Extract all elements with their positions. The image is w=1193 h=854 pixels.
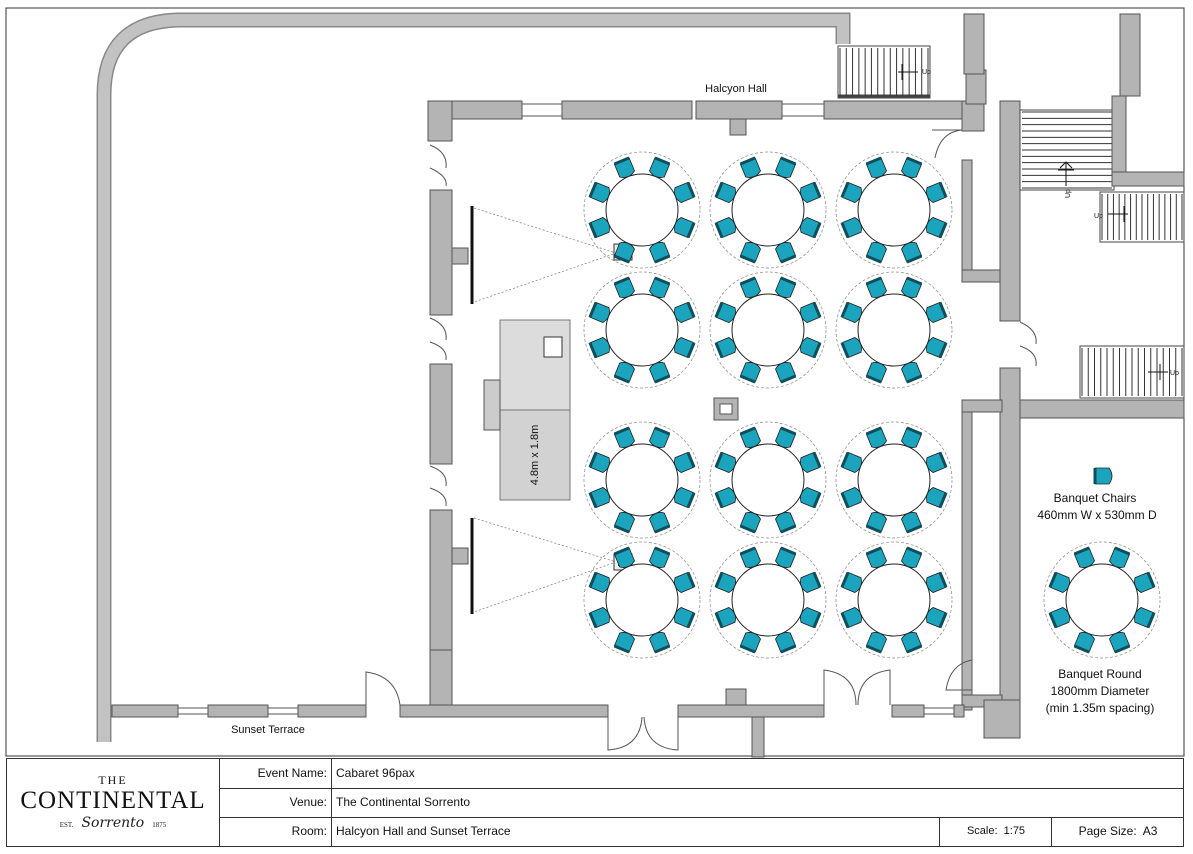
venue-label: Venue:	[289, 795, 327, 809]
room-row: Room: Halcyon Hall and Sunset Terrace Sc…	[219, 817, 1183, 846]
banquet-round-table	[1043, 541, 1161, 659]
event-name-row: Event Name: Cabaret 96pax	[219, 759, 1183, 789]
scale-cell: Scale: 1:75	[939, 817, 1052, 846]
legend-chair-icon	[1093, 466, 1114, 486]
floor-plan: 4.8m x 1.8m Banquet Chairs 460mm W x 530…	[5, 7, 1185, 758]
event-name-value: Cabaret 96pax	[336, 766, 415, 780]
banquet-round-table	[583, 541, 701, 659]
scale-label: Scale:	[966, 825, 998, 837]
banquet-round-table	[709, 541, 827, 659]
venue-row: Venue: The Continental Sorrento	[219, 788, 1183, 818]
banquet-round-table	[835, 271, 953, 389]
stair-right-lower	[1079, 191, 1185, 399]
stage: 4.8m x 1.8m	[483, 319, 571, 501]
building-walls-right	[963, 13, 1185, 187]
sunset-terrace-label: Sunset Terrace	[231, 724, 305, 736]
legend-round-icon	[1043, 541, 1161, 659]
logo-year: 1875	[152, 821, 167, 829]
stair-up-label: Up	[1170, 370, 1179, 377]
banquet-round-table	[709, 421, 827, 539]
banquet-tables	[583, 151, 953, 659]
hall-top-wall	[427, 100, 965, 136]
banquet-round-table	[835, 151, 953, 269]
halcyon-hall-label: Halcyon Hall	[705, 83, 767, 95]
banquet-round-table	[709, 271, 827, 389]
legend-chairs-title: Banquet Chairs	[1054, 491, 1137, 505]
logo-est: EST.	[59, 821, 74, 829]
banquet-round-table	[835, 421, 953, 539]
hall-right-wall	[961, 69, 1185, 739]
hall-left-wall	[427, 100, 469, 711]
stair-lines	[839, 48, 1183, 396]
legend-round-spacing: (min 1.35m spacing)	[1046, 701, 1155, 715]
legend-round-title: Banquet Round	[1058, 667, 1141, 681]
page-size-cell: Page Size: A3	[1051, 817, 1184, 846]
hall-bottom-wall	[111, 688, 965, 758]
page-size-value: A3	[1142, 824, 1158, 838]
banquet-round-table	[583, 421, 701, 539]
room-label: Room:	[291, 824, 327, 838]
banquet-round-table	[835, 541, 953, 659]
banquet-round-table	[583, 151, 701, 269]
event-name-label: Event Name:	[257, 766, 327, 780]
logo-subline: EST. Sorrento 1875	[7, 815, 219, 831]
terrace-outer-wall-fill	[98, 14, 849, 742]
logo-name: CONTINENTAL	[20, 787, 206, 814]
banquet-round-table	[583, 271, 701, 389]
stair-up-label: Up	[1065, 189, 1072, 198]
stair-up-label: Up	[1094, 213, 1103, 220]
stair-up-label: Up	[922, 69, 931, 76]
room-value: Halcyon Hall and Sunset Terrace	[336, 824, 511, 838]
title-block: THE CONTINENTAL EST. Sorrento 1875 Event N…	[6, 758, 1184, 847]
hall-left-doors	[429, 144, 447, 507]
scale-value: 1:75	[1003, 825, 1026, 837]
page-size-label: Page Size:	[1078, 824, 1137, 838]
legend-chairs-size: 460mm W x 530mm D	[1037, 508, 1157, 522]
logo-script: Sorrento	[81, 815, 145, 831]
continental-logo: THE CONTINENTAL EST. Sorrento 1875	[7, 759, 220, 846]
logo-the: THE	[98, 773, 128, 787]
legend: Banquet Chairs 460mm W x 530mm D Banquet…	[1037, 466, 1161, 715]
venue-value: The Continental Sorrento	[336, 795, 471, 809]
legend-round-size: 1800mm Diameter	[1051, 684, 1150, 698]
stage-label: 4.8m x 1.8m	[529, 425, 541, 486]
banquet-round-table	[709, 151, 827, 269]
